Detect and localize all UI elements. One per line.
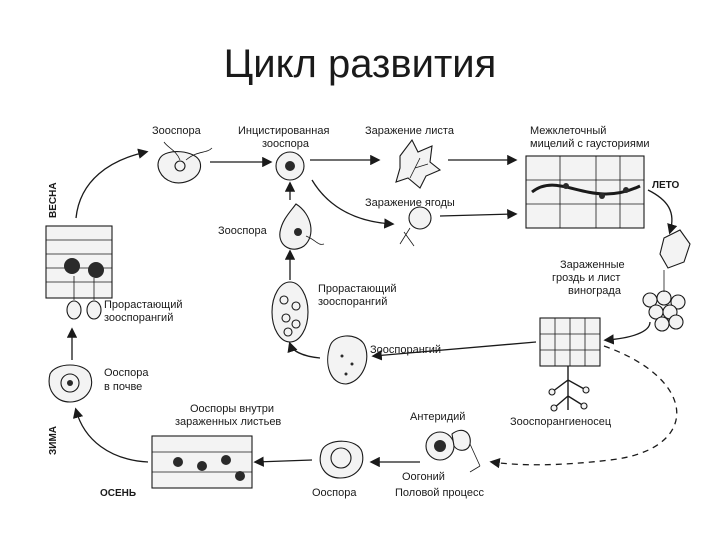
label-infected-1: Зараженные	[560, 259, 625, 271]
label-oospore-bottom: Ооспора	[312, 487, 357, 499]
label-germinating-right-1: Прорастающий	[318, 283, 397, 295]
label-oogonium: Оогоний	[402, 471, 445, 483]
label-zoospore-top: Зооспора	[152, 125, 202, 137]
label-zoosporangium: Зооспорангий	[370, 344, 441, 356]
grape-cluster-illustration	[642, 229, 691, 332]
label-oospore-soil-2: в почве	[104, 381, 142, 393]
germinating-zoosporangium-illustration	[271, 281, 309, 343]
label-leaf-infection: Заражение листа	[365, 125, 455, 137]
label-zoosporangiophore: Зооспорангиеносец	[510, 416, 612, 428]
label-germinating-left-1: Прорастающий	[104, 299, 183, 311]
label-intercellular-2: мицелий с гаусториями	[530, 138, 650, 150]
season-spring: ВЕСНА	[48, 182, 59, 218]
label-oospores-inside-1: Ооспоры внутри	[190, 403, 274, 415]
mycelium-tissue-illustration	[525, 155, 645, 229]
infected-leaf-illustration	[395, 138, 442, 189]
label-antheridium: Антеридий	[410, 411, 465, 423]
encysted-zoospore-illustration	[275, 151, 305, 181]
label-zoospore-mid: Зооспора	[218, 225, 268, 237]
germinating-tissue-left-illustration	[45, 225, 113, 320]
season-autumn: ОСЕНЬ	[100, 488, 136, 499]
infected-berry-illustration	[399, 206, 432, 247]
label-germinating-right-2: зооспорангий	[318, 296, 387, 308]
label-germinating-left-2: зооспорангий	[104, 312, 173, 324]
label-oospores-inside-2: зараженных листьев	[175, 416, 281, 428]
zoosporangiophore-illustration	[539, 317, 601, 412]
label-encysted-2: зооспора	[262, 138, 310, 150]
oospore-soil-illustration	[48, 364, 92, 403]
page-title: Цикл развития	[223, 42, 497, 86]
oospores-in-leaf-illustration	[151, 435, 253, 489]
antheridium-oogonium-illustration	[425, 429, 481, 473]
label-infected-3: винограда	[568, 285, 622, 297]
zoospore-mid-illustration	[279, 203, 325, 250]
label-sexual-process: Половой процесс	[395, 487, 484, 499]
label-infected-2: гроздь и лист	[552, 272, 620, 284]
season-winter: ЗИМА	[48, 426, 59, 455]
zoosporangium-illustration	[327, 335, 368, 385]
oospore-bottom-illustration	[319, 440, 364, 479]
zoospore-top-illustration	[157, 141, 213, 184]
label-berry-infection: Заражение ягоды	[365, 197, 455, 209]
label-encysted-1: Инцистированная	[238, 125, 329, 137]
label-intercellular-1: Межклеточный	[530, 125, 606, 137]
season-summer: ЛЕТО	[652, 180, 680, 191]
label-oospore-soil-1: Ооспора	[104, 367, 149, 379]
arrows	[66, 148, 678, 469]
